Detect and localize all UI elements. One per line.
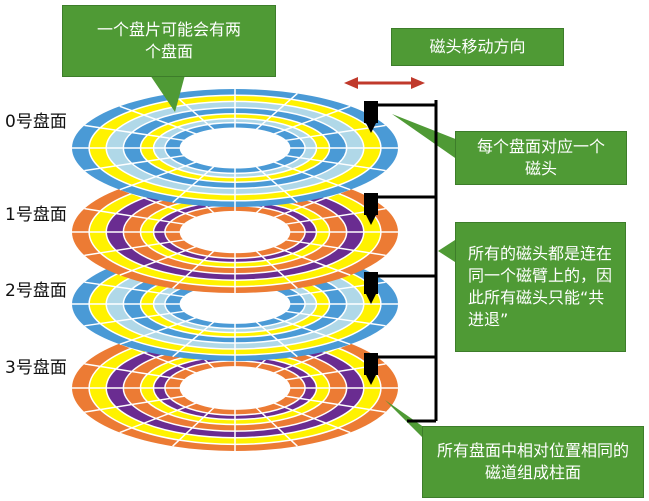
sector-divider [273, 342, 351, 374]
sector-divider [172, 250, 215, 289]
sector-divider [119, 316, 197, 346]
head-3 [364, 353, 378, 385]
sector-divider [285, 239, 386, 257]
sector-divider [273, 402, 351, 434]
callout-same-arm-pointer [438, 240, 455, 262]
sector-divider [84, 207, 185, 225]
sector-divider [255, 250, 298, 289]
sector-divider [285, 310, 386, 327]
sector-divider [285, 395, 386, 413]
surface-label-0: 0号盘面 [5, 112, 67, 132]
sector-divider [273, 105, 351, 135]
surface-label-3: 3号盘面 [5, 358, 67, 378]
callout-cylinder: 所有盘面中相对位置相同的磁道组成柱面 [422, 426, 644, 498]
callout-head-direction: 磁头移动方向 [391, 28, 564, 66]
sector-divider [172, 92, 215, 131]
sector-divider [273, 245, 351, 276]
head-2 [364, 272, 378, 304]
sector-divider [84, 310, 185, 327]
callout-two-faces-pointer [150, 75, 185, 112]
sector-divider [273, 316, 351, 346]
sector-divider [172, 165, 215, 204]
sector-divider [119, 161, 197, 191]
read-write-heads [364, 101, 378, 385]
sector-divider [273, 161, 351, 191]
platter-0 [72, 89, 398, 207]
sector-divider [119, 105, 197, 135]
platter-1 [72, 171, 398, 293]
sector-divider [84, 124, 185, 142]
sector-divider [84, 395, 185, 413]
surface-label-1: 1号盘面 [5, 205, 67, 225]
sector-divider [84, 363, 185, 381]
head-direction-arrow [344, 77, 425, 89]
callout-one-head-pointer [392, 114, 458, 160]
actuator-arm [378, 100, 438, 423]
head-0 [364, 101, 378, 133]
sector-divider [285, 154, 386, 172]
sector-divider [255, 92, 298, 131]
sector-divider [172, 321, 215, 358]
sector-divider [255, 321, 298, 358]
sector-divider [119, 245, 197, 276]
sector-divider [119, 342, 197, 374]
callout-same-arm: 所有的磁头都是连在同一个磁臂上的，因此所有磁头只能“共进退” [455, 222, 626, 352]
platter-3 [72, 325, 398, 451]
callout-cylinder-pointer [385, 400, 425, 440]
sector-divider [84, 154, 185, 172]
head-1 [364, 193, 378, 225]
sector-divider [84, 239, 185, 257]
sector-divider [255, 406, 298, 447]
sector-divider [119, 402, 197, 434]
surface-label-2: 2号盘面 [5, 281, 67, 301]
callout-two-faces: 一个盘片可能会有两个盘面 [62, 5, 276, 77]
callout-one-head-per-face: 每个盘面对应一个磁头 [455, 131, 627, 185]
sector-divider [172, 406, 215, 447]
sector-divider [84, 281, 185, 298]
sector-divider [255, 165, 298, 204]
